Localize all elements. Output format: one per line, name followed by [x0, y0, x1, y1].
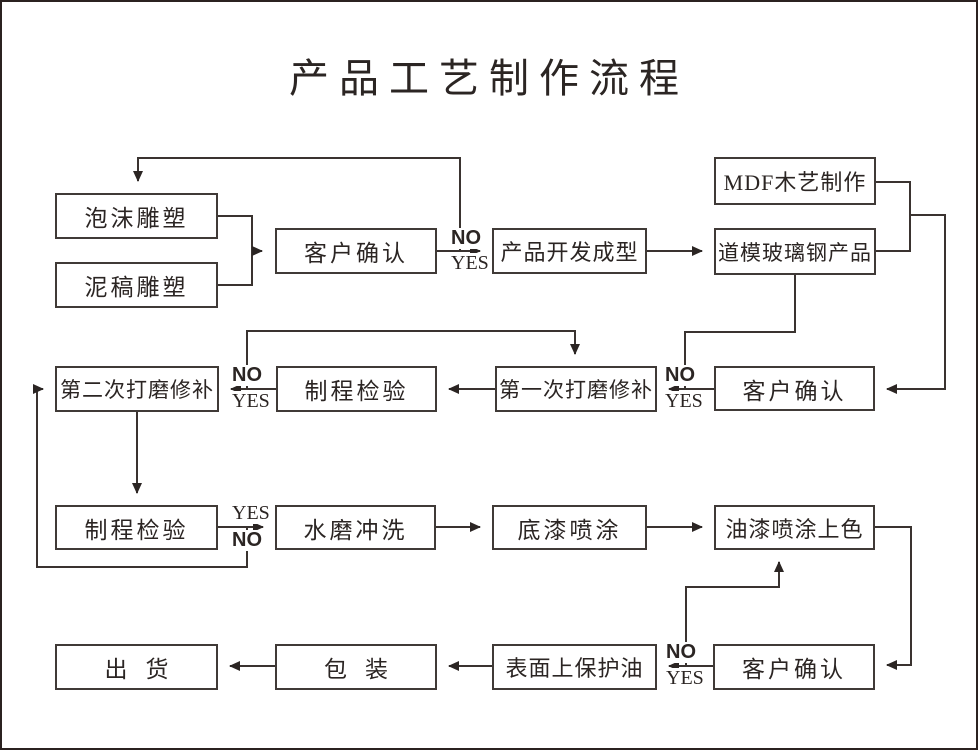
node-first-sanding-repair: 第一次打磨修补 [495, 366, 657, 412]
edge-inspection2-no-loop [33, 384, 248, 568]
edge-paint-confirm3 [875, 526, 912, 670]
edge-bracket-confirm2 [886, 214, 946, 394]
decision-yes-inspection1: YES [230, 390, 272, 412]
node-shipping: 出货 [55, 644, 218, 690]
edge-confirm2-no-loop [684, 275, 796, 389]
node-customer-confirm-2: 客户确认 [714, 366, 875, 411]
decision-no-confirm2: NO [663, 364, 697, 386]
decision-no-inspection2: NO [230, 529, 264, 551]
decision-yes-confirm1: YES [449, 252, 491, 274]
node-paint-spray-coloring: 油漆喷涂上色 [714, 505, 875, 550]
node-second-sanding-repair: 第二次打磨修补 [55, 366, 219, 412]
node-mdf-wood-making: MDF木艺制作 [714, 157, 876, 205]
node-surface-protective-oil: 表面上保护油 [492, 644, 657, 690]
node-process-inspection-1: 制程检验 [276, 366, 437, 412]
edge-confirm3-no-loop [685, 561, 784, 666]
node-customer-confirm-1: 客户确认 [275, 228, 437, 274]
decision-no-confirm3: NO [664, 641, 698, 663]
decision-no-confirm1: NO [449, 227, 483, 249]
node-water-sanding-rinse: 水磨冲洗 [275, 505, 436, 550]
edge-inspection1-no-loop [246, 330, 580, 389]
edge-foam-clay-merge [218, 215, 253, 286]
node-primer-spray: 底漆喷涂 [492, 505, 647, 550]
decision-yes-confirm2: YES [663, 390, 705, 412]
node-foam-sculpture: 泡沫雕塑 [55, 193, 218, 239]
decision-no-inspection1: NO [230, 364, 264, 386]
node-packing: 包装 [275, 644, 437, 690]
node-fiberglass-mold: 道模玻璃钢产品 [714, 228, 876, 275]
node-process-inspection-2: 制程检验 [55, 505, 218, 550]
page-title: 产品工艺制作流程 [289, 56, 689, 101]
edge-mdf-fiberglass-bracket [876, 181, 911, 252]
node-customer-confirm-3: 客户确认 [713, 644, 875, 690]
node-clay-sculpture: 泥稿雕塑 [55, 262, 218, 308]
node-product-development: 产品开发成型 [492, 228, 647, 274]
decision-yes-inspection2: YES [230, 502, 272, 524]
decision-yes-confirm3: YES [664, 667, 706, 689]
edge-confirm1-no-loop [133, 157, 461, 251]
